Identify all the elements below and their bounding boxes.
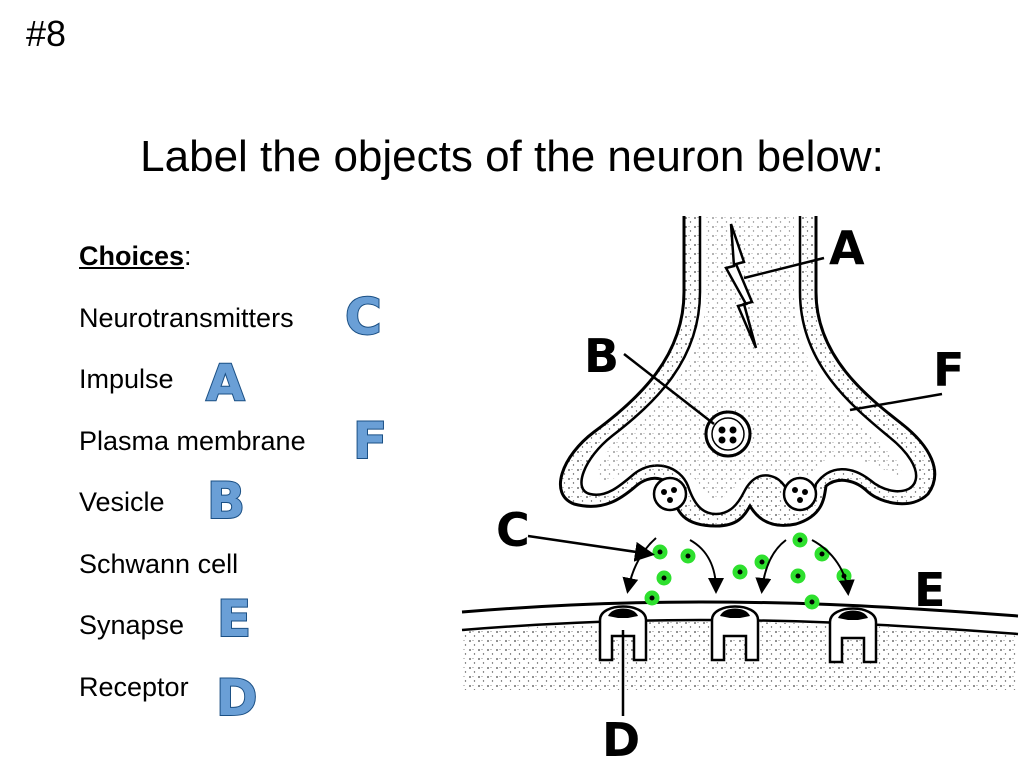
choice-label: Schwann cell bbox=[79, 549, 239, 579]
choice-label: Impulse bbox=[79, 364, 174, 394]
choice-plasma-membrane: Plasma membrane bbox=[79, 423, 306, 459]
release-arrow bbox=[811, 539, 855, 596]
neurotransmitter-dot bbox=[804, 594, 820, 610]
answer-letter-neurotransmitters: C bbox=[344, 288, 383, 346]
leader-line-f bbox=[849, 392, 943, 412]
receptor-middle bbox=[710, 605, 760, 662]
release-arrow bbox=[755, 539, 787, 594]
leader-line-c bbox=[527, 534, 655, 562]
neurotransmitter-dot bbox=[652, 544, 668, 560]
neurotransmitters bbox=[644, 532, 852, 610]
vesicle-dot bbox=[729, 426, 737, 434]
choice-label: Plasma membrane bbox=[79, 426, 306, 456]
choice-neurotransmitters: Neurotransmitters bbox=[79, 300, 294, 336]
postsynaptic-membrane-inner bbox=[461, 618, 1019, 636]
answer-letter-plasma-membrane: F bbox=[352, 412, 388, 470]
vesicle-dot bbox=[718, 426, 726, 434]
leader-line-b bbox=[623, 353, 715, 425]
page-title: Label the objects of the neuron below: bbox=[140, 132, 884, 181]
neurotransmitter-dot bbox=[732, 564, 748, 580]
neurotransmitter-dot bbox=[680, 548, 696, 564]
diagram-label-f: F bbox=[933, 343, 964, 397]
choice-label: Receptor bbox=[79, 672, 189, 702]
release-arrow bbox=[689, 539, 724, 594]
neurotransmitter-dot bbox=[790, 568, 806, 584]
receptor-right bbox=[828, 607, 878, 664]
answer-letter-vesicle: B bbox=[206, 472, 246, 530]
release-arrow bbox=[622, 537, 657, 594]
answer-letter-synapse: E bbox=[216, 590, 252, 648]
postsynaptic-membrane-outer bbox=[461, 600, 1019, 618]
choice-label: Synapse bbox=[79, 610, 185, 640]
vesicle-dot bbox=[802, 489, 808, 495]
axoplasm bbox=[598, 216, 902, 499]
fusing-vesicle-left bbox=[652, 476, 688, 512]
choice-label: Vesicle bbox=[79, 487, 165, 517]
diagram-label-a: A bbox=[829, 221, 865, 275]
impulse-bolt bbox=[724, 223, 758, 349]
vesicle-dot bbox=[729, 436, 737, 444]
choices-heading: Choices: bbox=[79, 236, 192, 276]
choices-list: Choices: Neurotransmitters C Impulse A P… bbox=[79, 236, 388, 724]
vesicle-dot bbox=[718, 436, 726, 444]
diagram-label-c: C bbox=[496, 503, 530, 557]
diagram-label-d: D bbox=[602, 713, 640, 767]
slide-number: #8 bbox=[26, 13, 67, 54]
answer-letter-receptor: D bbox=[215, 669, 258, 727]
choice-synapse: Synapse bbox=[79, 607, 184, 643]
vesicle-dot bbox=[667, 497, 673, 503]
neurotransmitter-dot bbox=[814, 546, 830, 562]
vesicle-dot bbox=[792, 487, 798, 493]
choice-impulse: Impulse bbox=[79, 361, 174, 397]
release-arrows bbox=[622, 537, 855, 596]
choices-heading-colon: : bbox=[184, 241, 192, 271]
diagram-label-b: B bbox=[584, 329, 619, 383]
choices-heading-text: Choices bbox=[79, 241, 185, 271]
leader-line-a bbox=[743, 256, 825, 280]
choice-label: Neurotransmitters bbox=[79, 303, 294, 333]
choice-vesicle: Vesicle bbox=[79, 484, 165, 520]
fusing-vesicle-right bbox=[782, 476, 818, 512]
vesicle-dot bbox=[661, 489, 667, 495]
choice-receptor: Receptor bbox=[79, 669, 189, 705]
neurotransmitter-dot bbox=[792, 532, 808, 548]
vesicle-dot bbox=[797, 497, 803, 503]
leader-lines bbox=[527, 256, 943, 716]
neurotransmitter-dot bbox=[656, 570, 672, 586]
diagram-label-e: E bbox=[914, 563, 945, 617]
neurotransmitter-dot bbox=[754, 554, 770, 570]
neurotransmitter-dot bbox=[644, 590, 660, 606]
vesicle-inner bbox=[711, 417, 745, 451]
choice-schwann-cell: Schwann cell bbox=[79, 546, 238, 582]
answer-letter-impulse: A bbox=[205, 354, 246, 412]
vesicle-dot bbox=[671, 487, 677, 493]
